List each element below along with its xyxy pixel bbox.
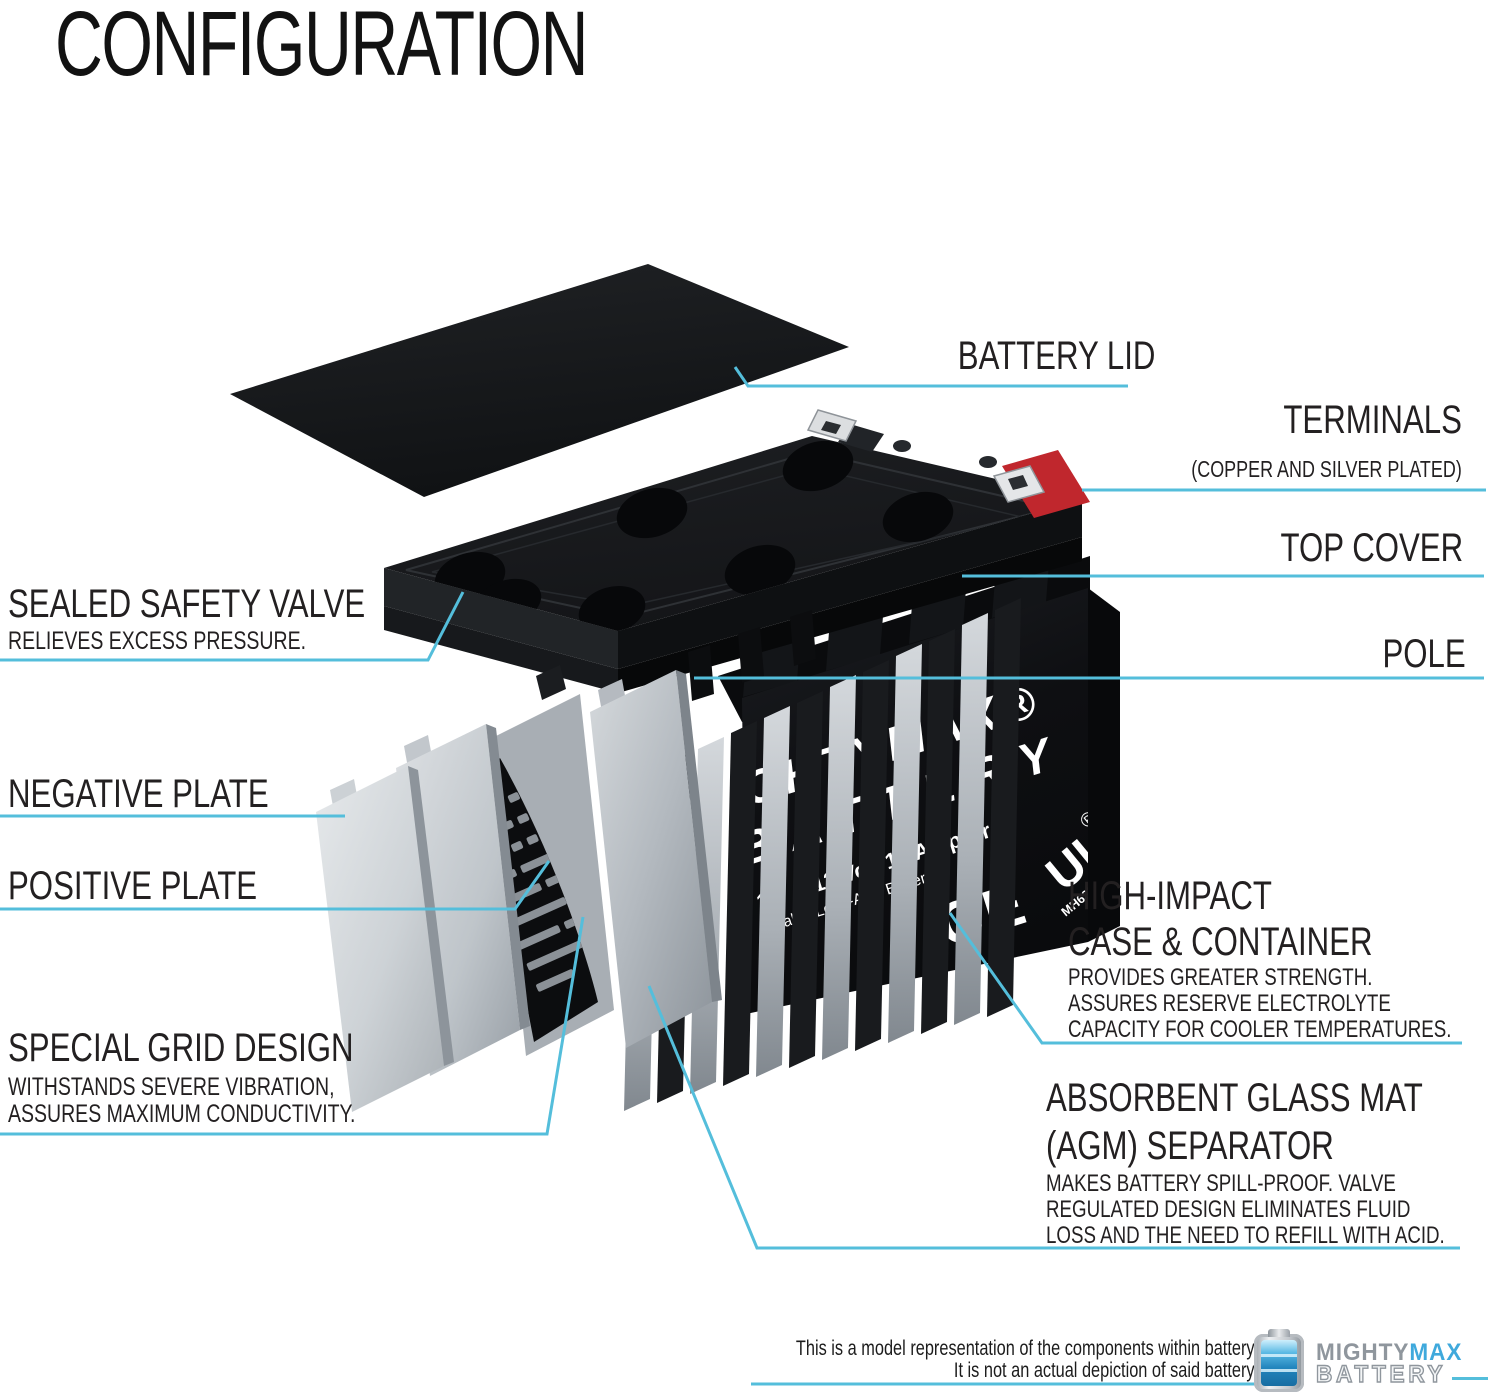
callout-special-grid: SPECIAL GRID DESIGN xyxy=(8,1026,354,1070)
agm-separator-plate xyxy=(590,670,722,1048)
safety-valve-caps xyxy=(434,440,954,631)
high-impact-case-leader xyxy=(948,912,1462,1045)
callout-terminals: TERMINALS xyxy=(1283,398,1462,442)
callout-top-cover: TOP COVER xyxy=(1280,526,1463,570)
page-title: CONFIGURATION xyxy=(55,0,588,95)
callout-negative-plate: NEGATIVE PLATE xyxy=(8,772,269,816)
callout-terminals-sub: (COPPER AND SILVER PLATED) xyxy=(1191,456,1462,482)
callout-positive-plate: POSITIVE PLATE xyxy=(8,864,258,908)
callout-special-grid-sub1: WITHSTANDS SEVERE VIBRATION, xyxy=(8,1073,335,1101)
callout-high-impact-sub2: ASSURES RESERVE ELECTROLYTE xyxy=(1068,990,1391,1017)
callout-pole: POLE xyxy=(1382,632,1466,676)
callout-sealed-safety-valve: SEALED SAFETY VALVE xyxy=(8,582,366,626)
leader-lines xyxy=(0,366,1486,1386)
battery-lid-leader xyxy=(733,366,1128,388)
logo-text-battery: BATTERY xyxy=(1315,1360,1447,1388)
sealed-safety-valve-leader xyxy=(0,591,465,662)
callout-agm-2: (AGM) SEPARATOR xyxy=(1046,1124,1334,1168)
callout-agm-sub2: REGULATED DESIGN ELIMINATES FLUID xyxy=(1046,1196,1411,1223)
battery-icon xyxy=(1254,1329,1304,1392)
logo-text-max: MAX xyxy=(1409,1339,1463,1366)
logo-underline xyxy=(1452,1377,1488,1380)
top-cover-top-face xyxy=(384,436,1082,631)
callout-high-impact-sub1: PROVIDES GREATER STRENGTH. xyxy=(1068,964,1373,991)
callout-high-impact-sub3: CAPACITY FOR COOLER TEMPERATURES. xyxy=(1068,1016,1452,1043)
logo-brand-text: MIGHTYMAX xyxy=(1316,1339,1462,1367)
positive-plate-leader xyxy=(0,860,551,911)
special-grid-leader xyxy=(0,916,585,1136)
callout-sealed-safety-valve-sub: RELIEVES EXCESS PRESSURE. xyxy=(8,627,307,655)
footer-disclaimer-line2: It is not an actual depiction of said ba… xyxy=(954,1358,1258,1382)
pole-posts xyxy=(688,610,816,701)
callout-battery-lid: BATTERY LID xyxy=(957,334,1155,378)
negative-terminal xyxy=(806,409,911,452)
positive-terminal xyxy=(979,450,1090,518)
ul-registered-mark: ® xyxy=(1076,807,1102,834)
callout-agm-sub1: MAKES BATTERY SPILL-PROOF. VALVE xyxy=(1046,1170,1396,1197)
callout-high-impact-2: CASE & CONTAINER xyxy=(1068,920,1373,964)
footer-disclaimer: This is a model representation of the co… xyxy=(796,1337,1258,1381)
callout-agm-sub3: LOSS AND THE NEED TO REFILL WITH ACID. xyxy=(1046,1222,1445,1249)
mightymax-logo: MIGHTYMAX BATTERY xyxy=(1254,1329,1484,1396)
logo-text-mighty: MIGHTY xyxy=(1316,1339,1410,1366)
callout-agm-1: ABSORBENT GLASS MAT xyxy=(1046,1076,1423,1120)
callout-high-impact-1: HIGH-IMPACT xyxy=(1068,874,1272,918)
agm-separator-leader xyxy=(647,985,1460,1250)
battery-lid-shape xyxy=(230,264,849,497)
negative-plate-shape xyxy=(316,766,454,1112)
callout-special-grid-sub2: ASSURES MAXIMUM CONDUCTIVITY. xyxy=(8,1100,356,1128)
footer-disclaimer-line1: This is a model representation of the co… xyxy=(796,1336,1258,1360)
